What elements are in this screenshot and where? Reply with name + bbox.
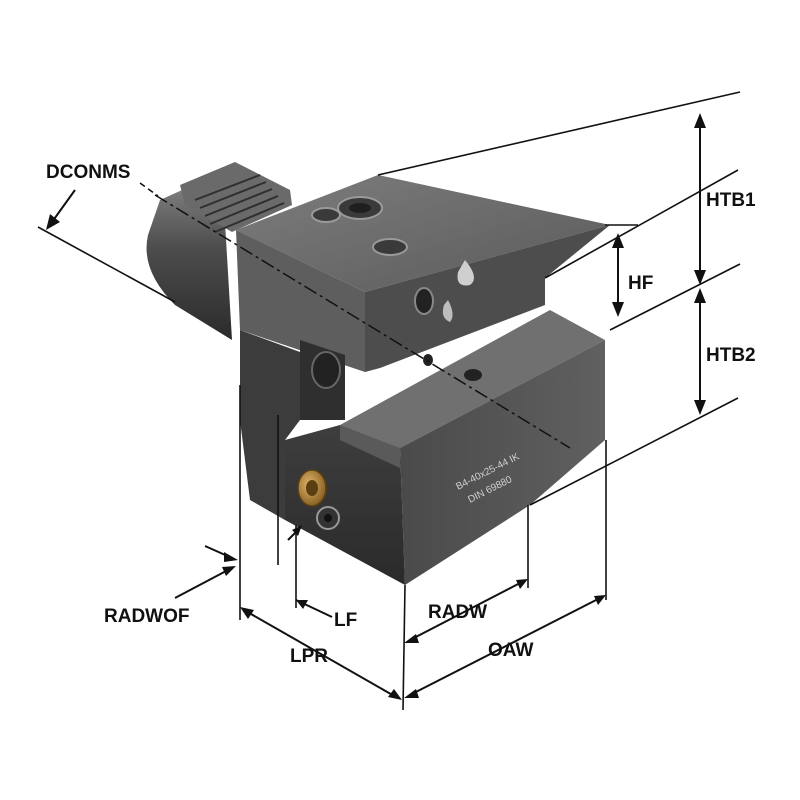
- label-radw: RADW: [428, 602, 487, 623]
- screw-head: [316, 506, 340, 530]
- label-dconms: DCONMS: [46, 162, 130, 183]
- upper-block-side-face: [365, 225, 610, 372]
- lower-block-left-face: [285, 425, 405, 585]
- centerline: [154, 194, 571, 449]
- label-oaw: OAW: [488, 640, 533, 661]
- label-radwof: RADWOF: [104, 606, 189, 627]
- lower-rail: [340, 425, 400, 468]
- dimension-lines: [37, 91, 741, 711]
- serration-teeth: [194, 174, 285, 233]
- label-htb2: HTB2: [706, 345, 756, 366]
- upper-block-top-face: [236, 175, 610, 292]
- coolant-ports: [311, 260, 482, 389]
- dimension-labels: DCONMS HTB1 HF HTB2 RADWOF LF RADW LPR O…: [46, 162, 756, 667]
- top-holes: [311, 196, 408, 256]
- label-lf: LF: [334, 610, 357, 631]
- tool-holder-body: B4-40x25-44 IK DIN 69880: [146, 162, 610, 585]
- lower-block-front-face: [400, 340, 605, 585]
- label-htb1: HTB1: [706, 190, 756, 211]
- label-hf: HF: [628, 273, 653, 294]
- upper-block-front-face: [236, 230, 365, 372]
- brass-coolant-plug: [297, 469, 327, 507]
- label-lpr: LPR: [290, 646, 328, 667]
